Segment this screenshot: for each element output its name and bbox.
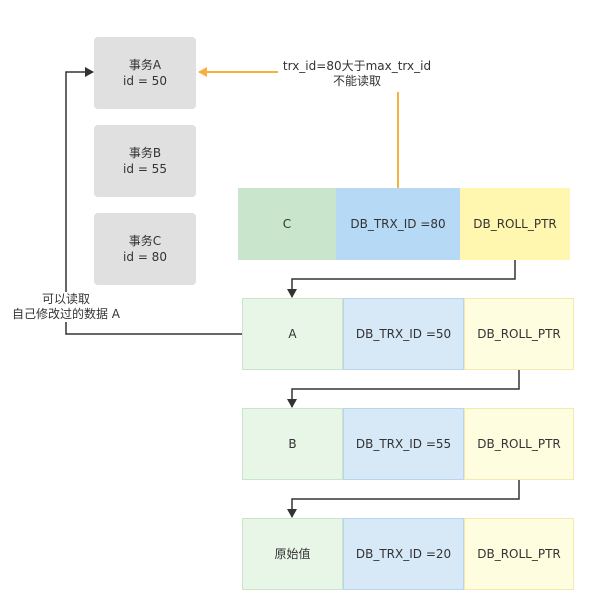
chain-arrow-c-to-a [287,260,516,298]
not-readable-annotation: trx_id=80大于max_trx_id 不能读取 [278,59,436,89]
version-original-value: 原始值 [242,518,343,590]
version-c-value: C [238,188,336,260]
version-a-value: A [242,298,343,370]
transaction-a: 事务A id = 50 [94,37,196,109]
transaction-a-id: id = 50 [123,74,167,88]
version-a-trx-id: DB_TRX_ID =50 [343,298,464,370]
version-original-trx-id: DB_TRX_ID =20 [343,518,464,590]
version-a-roll-ptr: DB_ROLL_PTR [464,298,574,370]
version-b-value: B [242,408,343,480]
transaction-c-id: id = 80 [123,250,167,264]
readable-line2: 自己修改过的数据 A [11,307,121,321]
transaction-a-name: 事务A [128,58,162,72]
transaction-c-name: 事务C [128,234,162,248]
transaction-b-name: 事务B [128,146,162,160]
readable-annotation: 可以读取 自己修改过的数据 A [4,292,128,322]
transaction-b: 事务B id = 55 [94,125,196,197]
version-c-roll-ptr: DB_ROLL_PTR [460,188,570,260]
chain-arrow-b-to-original [287,480,520,518]
readable-arrow [65,67,242,335]
not-readable-line1: trx_id=80大于max_trx_id [282,59,432,73]
transaction-c: 事务C id = 80 [94,213,196,285]
version-c-trx-id: DB_TRX_ID =80 [336,188,460,260]
not-readable-line2: 不能读取 [332,74,381,88]
version-b-roll-ptr: DB_ROLL_PTR [464,408,574,480]
readable-line1: 可以读取 [41,292,90,306]
version-original-roll-ptr: DB_ROLL_PTR [464,518,574,590]
chain-arrow-a-to-b [287,370,520,408]
version-b-trx-id: DB_TRX_ID =55 [343,408,464,480]
transaction-b-id: id = 55 [123,162,167,176]
